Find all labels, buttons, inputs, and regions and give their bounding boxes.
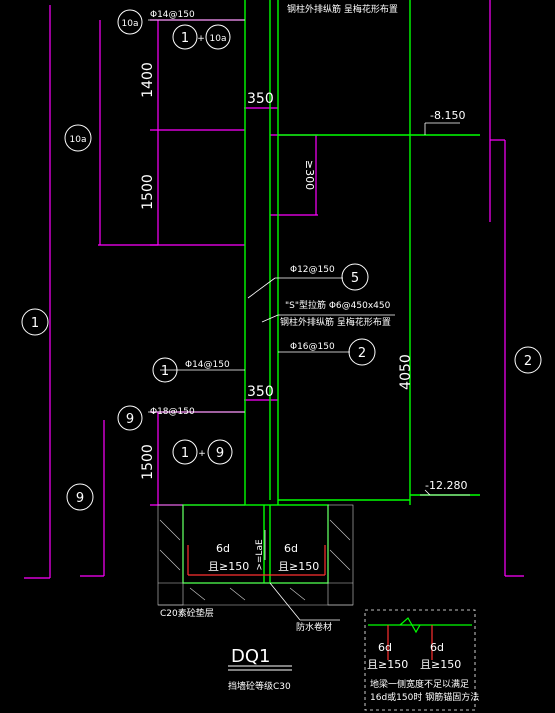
detail-rebar — [387, 625, 433, 660]
marker-1-a: 1 — [181, 31, 189, 46]
marker-1-far-left: 1 — [31, 316, 39, 331]
marker-plus-b: + — [198, 449, 206, 459]
detail-note-2: 16d或150时 钢筋锚固方法 — [370, 691, 479, 703]
marker-9-a-circle — [117, 405, 143, 431]
marker-10a-top: 10a — [122, 19, 139, 29]
elev-top: -8.150 — [430, 109, 465, 122]
detail-right-1: 6d — [430, 641, 444, 654]
footing-rebar — [187, 545, 326, 576]
c20-label: C20素砼垫层 — [160, 607, 214, 619]
marker-1-a-circle — [172, 24, 198, 50]
detail-left-1: 6d — [378, 641, 392, 654]
marker-1-9-b: 9 — [216, 446, 224, 461]
marker-10a-b: 10a — [210, 34, 227, 44]
elev-bottom: -12.280 — [425, 479, 467, 492]
rebar-18-label: Φ18@150 — [150, 407, 195, 417]
top-note: 钢柱外排纵筋 呈梅花形布置 — [287, 3, 398, 15]
marker-10a-left-circle — [64, 124, 92, 152]
marker-1-mid-circle — [152, 357, 178, 383]
marker-5-circle — [341, 263, 369, 291]
mid-note: 钢柱外排纵筋 呈梅花形布置 — [280, 316, 391, 328]
marker-2-mid-circle — [348, 338, 376, 366]
marker-1-9-b-circle — [207, 439, 233, 465]
anchor-left-1: 6d — [216, 542, 230, 555]
marker-9-a: 9 — [126, 412, 134, 427]
detail-right-2: 且≥150 — [420, 658, 461, 671]
waterproof-label: 防水卷材 — [296, 621, 332, 633]
marker-2-right-circle — [514, 346, 542, 374]
marker-1-far-left-circle — [21, 308, 49, 336]
dim-1400: 1400 — [140, 62, 156, 98]
dim-1500-b: 1500 — [140, 444, 156, 480]
wall-outline — [182, 0, 480, 584]
marker-plus-a: + — [197, 34, 205, 44]
anchor-right-2: 且≥150 — [278, 560, 319, 573]
marker-10a-left: 10a — [70, 135, 87, 145]
anchor-left-2: 且≥150 — [208, 560, 249, 573]
rebar-16-label: Φ16@150 — [290, 342, 335, 352]
dim-1500-a: 1500 — [140, 174, 156, 210]
s-tie-label: "S"型拉筋 Φ6@450x450 — [285, 299, 391, 311]
detail-box — [364, 609, 476, 711]
marker-1-9-a-circle — [172, 439, 198, 465]
dim-4050: 4050 — [398, 354, 414, 390]
detail-lines — [368, 617, 472, 634]
rebar-12-label: Φ12@150 — [290, 265, 335, 275]
footing-hatch — [157, 504, 354, 606]
dim-300: ≥300 — [303, 160, 316, 190]
marker-1-9-a: 1 — [181, 446, 189, 461]
marker-5: 5 — [351, 271, 359, 286]
elevation-markers — [420, 122, 470, 496]
circle-markers — [21, 9, 542, 511]
marker-9-left: 9 — [76, 491, 84, 506]
anchor-right-1: 6d — [284, 542, 298, 555]
rebar-14b-label: Φ14@150 — [185, 360, 230, 370]
marker-2-right: 2 — [524, 354, 532, 369]
marker-10a-b-circle — [205, 24, 231, 50]
la-label: >=LaE — [255, 539, 265, 571]
drawing-title: DQ1 — [231, 646, 270, 667]
marker-1-mid: 1 — [161, 364, 169, 379]
detail-left-2: 且≥150 — [367, 658, 408, 671]
drawing-subtitle: 挡墙砼等级C30 — [228, 680, 291, 692]
rebar-top-label: Φ14@150 — [150, 10, 195, 20]
marker-10a-top-circle — [117, 9, 143, 35]
dim-350-b: 350 — [247, 384, 274, 400]
title-underline — [228, 665, 292, 671]
marker-9-left-circle — [66, 483, 94, 511]
marker-2-mid: 2 — [358, 346, 366, 361]
detail-note-1: 地梁一侧宽度不足以满足 — [370, 678, 469, 690]
leader-lines — [148, 19, 395, 621]
text-layer: 钢柱外排纵筋 呈梅花形布置 Φ14@150 10a 1 + 10a 10a 14… — [31, 3, 532, 703]
dim-350-a: 350 — [247, 91, 274, 107]
